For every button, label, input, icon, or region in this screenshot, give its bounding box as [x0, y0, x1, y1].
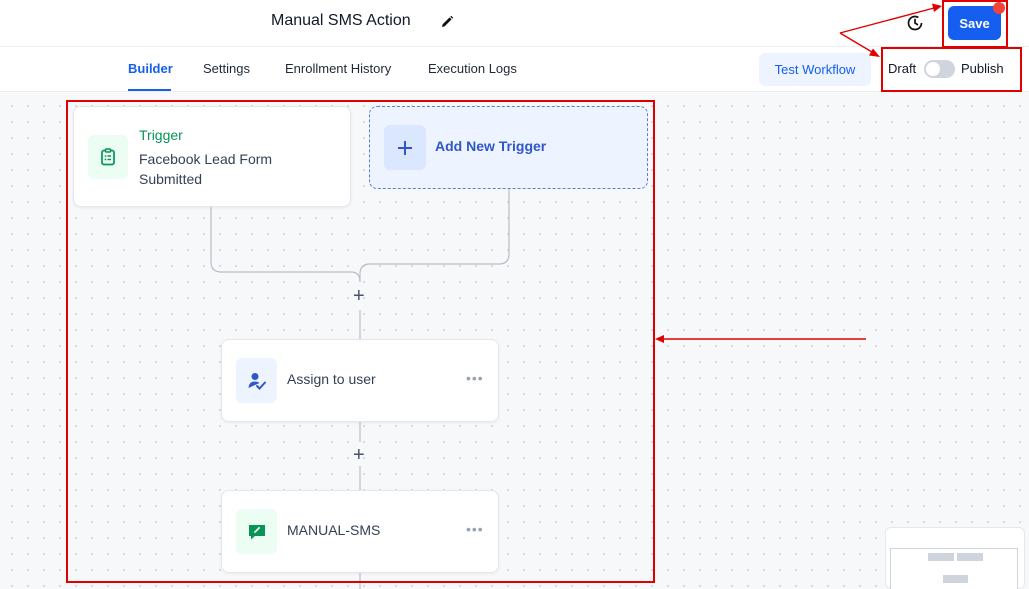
action-label: Assign to user: [287, 371, 376, 387]
tab-execution-logs[interactable]: Execution Logs: [428, 61, 517, 76]
trigger-subtitle: Facebook Lead Form Submitted: [139, 151, 273, 187]
pencil-icon[interactable]: [440, 15, 454, 29]
add-trigger-icon-box: [384, 125, 426, 170]
test-workflow-button[interactable]: Test Workflow: [759, 53, 871, 86]
clipboard-list-icon: [101, 148, 115, 166]
more-options-icon[interactable]: •••: [466, 521, 484, 537]
more-options-icon[interactable]: •••: [466, 370, 484, 386]
assign-icon-box: [236, 358, 277, 403]
trigger-icon-box: [88, 135, 128, 179]
action-label: MANUAL-SMS: [287, 522, 381, 538]
minimap-node: [943, 575, 968, 583]
add-step-plus-icon[interactable]: +: [353, 444, 365, 466]
message-edit-icon: [248, 524, 265, 539]
add-trigger-label: Add New Trigger: [435, 138, 547, 154]
draft-label: Draft: [888, 61, 917, 76]
publish-toggle[interactable]: [924, 60, 955, 78]
history-icon[interactable]: [905, 13, 925, 33]
tab-builder[interactable]: Builder: [128, 61, 173, 76]
action-card-assign-to-user[interactable]: Assign to user •••: [221, 339, 499, 422]
tab-settings[interactable]: Settings: [203, 61, 250, 76]
minimap-viewport: [890, 548, 1018, 589]
active-tab-indicator: [128, 89, 171, 91]
sms-icon-box: [236, 509, 277, 554]
trigger-title: Trigger: [139, 127, 183, 143]
action-card-manual-sms[interactable]: MANUAL-SMS •••: [221, 490, 499, 573]
unsaved-indicator-dot: [993, 2, 1005, 14]
add-step-plus-icon[interactable]: +: [353, 285, 365, 307]
add-new-trigger-button[interactable]: Add New Trigger: [369, 106, 648, 189]
workflow-header: Manual SMS Action Save: [0, 0, 1029, 47]
user-check-icon: [248, 372, 266, 390]
publish-label: Publish: [961, 61, 1004, 76]
plus-icon: [398, 140, 412, 155]
workflow-title: Manual SMS Action: [271, 12, 411, 29]
minimap-node: [957, 553, 983, 561]
trigger-card[interactable]: Trigger Facebook Lead Form Submitted: [73, 106, 351, 207]
minimap-node: [928, 553, 954, 561]
canvas-minimap[interactable]: [885, 527, 1025, 589]
toggle-knob: [926, 62, 940, 76]
tab-enrollment-history[interactable]: Enrollment History: [285, 61, 392, 76]
tabs-bar: Builder Settings Enrollment History Exec…: [0, 47, 1029, 92]
